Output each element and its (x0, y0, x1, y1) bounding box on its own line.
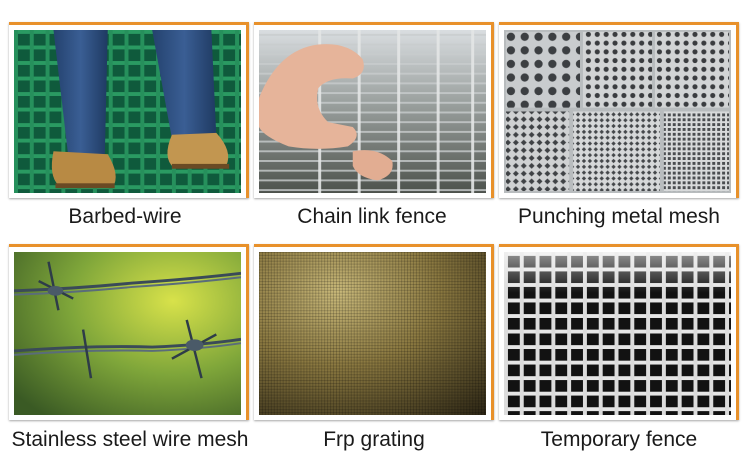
product-tile-5[interactable] (254, 244, 494, 420)
product-image-2 (259, 30, 486, 193)
product-image-4 (14, 252, 241, 415)
product-label-4: Stainless steel wire mesh (11, 428, 249, 451)
product-image-6 (504, 252, 731, 415)
product-tile-4[interactable] (9, 244, 249, 420)
product-label-1: Barbed-wire (68, 205, 182, 228)
product-tile-6[interactable] (499, 244, 739, 420)
product-image-5 (259, 252, 486, 415)
product-label-2: Chain link fence (297, 205, 447, 228)
product-label-3: Punching metal mesh (518, 205, 720, 228)
product-tile-3[interactable] (499, 22, 739, 198)
product-tile-2[interactable] (254, 22, 494, 198)
product-image-1 (14, 30, 241, 193)
product-label-6: Temporary fence (540, 428, 698, 451)
product-image-3 (504, 30, 731, 193)
product-label-5: Frp grating (323, 428, 425, 451)
product-tile-1[interactable] (9, 22, 249, 198)
